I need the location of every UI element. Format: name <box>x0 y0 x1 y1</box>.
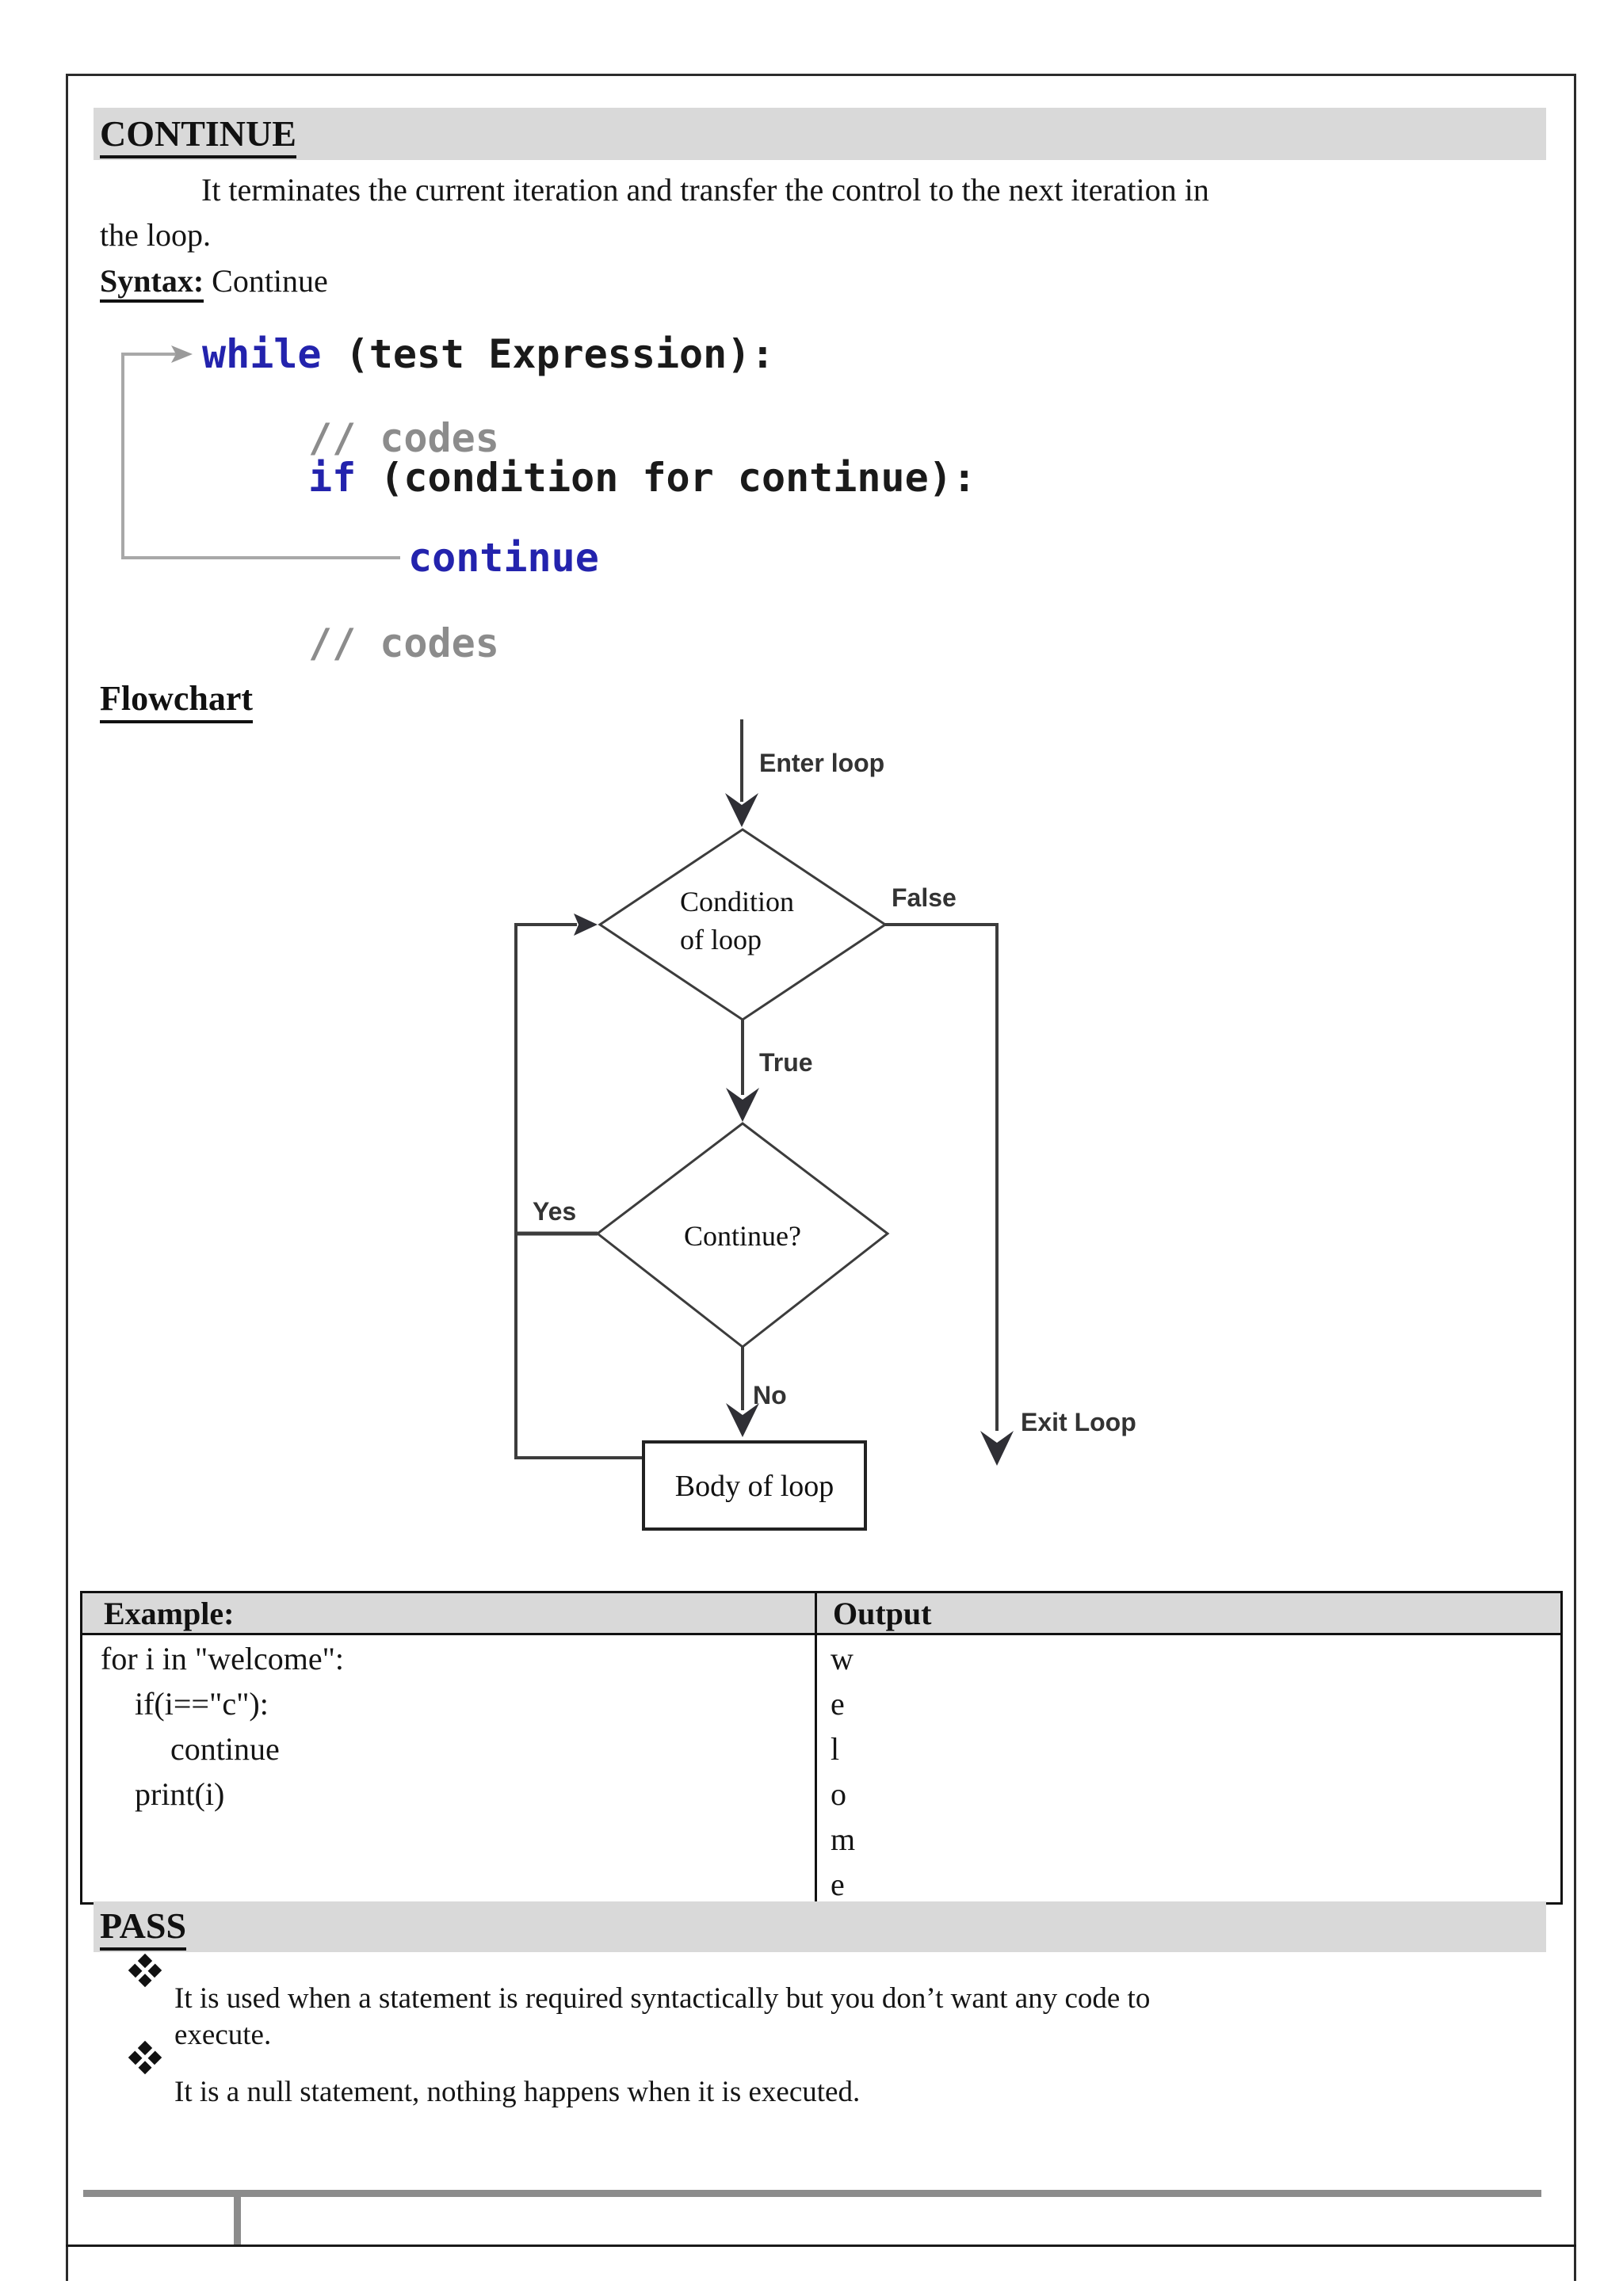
syntax-label: Syntax: <box>100 263 204 303</box>
keyword-if: if <box>308 455 357 501</box>
exit-arrowhead-icon <box>980 1431 1014 1466</box>
condition-line-1: Condition <box>680 886 794 917</box>
pass-bullet1-line2: execute. <box>174 2019 272 2051</box>
loopback-arrowhead-icon <box>574 913 598 936</box>
code-line-while: while (test Expression): <box>202 334 774 375</box>
example-code-line: for i in "welcome": <box>101 1641 345 1676</box>
code-if-rest: (condition for continue): <box>356 455 976 501</box>
footer-black-rule <box>66 2245 1576 2247</box>
output-line: o <box>831 1776 846 1812</box>
footer-gray-rule <box>83 2190 1541 2197</box>
condition-line-2: of loop <box>680 924 762 955</box>
code-line-continue: continue <box>408 535 599 581</box>
pass-heading: PASS <box>100 1905 187 1951</box>
pass-heading-bar: PASS <box>94 1901 1546 1952</box>
body-of-loop-box <box>642 1440 867 1531</box>
exit-loop-label: Exit Loop <box>1021 1408 1136 1436</box>
table-header-row <box>82 1593 1560 1635</box>
frame-border-left <box>66 74 68 2281</box>
intro-line-2: the loop. <box>100 217 211 253</box>
flowchart-heading-wrap: Flowchart <box>100 678 254 723</box>
enter-arrowhead-icon <box>725 793 758 827</box>
diamond-bullet-icon <box>128 1953 162 1988</box>
enter-loop-label: Enter loop <box>759 749 884 777</box>
keyword-while: while <box>202 331 322 377</box>
pass-bullet1-line1: It is used when a statement is required … <box>174 1982 1151 2015</box>
syntax-value: Continue <box>204 263 328 299</box>
output-line: m <box>831 1821 856 1857</box>
yes-label: Yes <box>533 1197 576 1226</box>
true-label: True <box>759 1048 813 1077</box>
code-comment-2: // codes <box>308 620 499 666</box>
syntax-line: Syntax: Continue <box>100 261 328 303</box>
code-comment-1: // codes <box>308 415 499 461</box>
true-arrowhead-icon <box>726 1088 759 1122</box>
example-code-line: continue <box>170 1731 280 1767</box>
intro-line-1: It terminates the current iteration and … <box>201 172 1209 208</box>
flowchart-diagram: Enter loop Condition of loop False Exit … <box>514 719 1136 1531</box>
table-header-output: Output <box>833 1596 932 1631</box>
output-line: w <box>831 1641 854 1676</box>
example-code-line: print(i) <box>135 1776 225 1812</box>
output-line: e <box>831 1867 845 1902</box>
frame-border-right <box>1574 74 1576 2281</box>
continue-heading-bar: CONTINUE <box>94 108 1546 160</box>
false-label: False <box>892 883 957 912</box>
no-label: No <box>753 1381 787 1409</box>
diamond-bullet-icon <box>128 2040 162 2075</box>
output-line: l <box>831 1731 840 1767</box>
output-line: e <box>831 1686 845 1722</box>
table-header-example: Example: <box>104 1596 235 1631</box>
example-output-table: Example: Output for i in "welcome": if(i… <box>80 1591 1563 1905</box>
code-while-rest: (test Expression): <box>321 331 775 377</box>
frame-border-top <box>66 74 1576 76</box>
continue-heading: CONTINUE <box>100 113 296 158</box>
pass-bullet2: It is a null statement, nothing happens … <box>174 2076 861 2108</box>
no-arrowhead-icon <box>726 1403 759 1437</box>
continue-question-label: Continue? <box>684 1220 801 1252</box>
example-code-line: if(i=="c"): <box>135 1686 269 1722</box>
footer-gray-divider <box>234 2190 241 2246</box>
code-loop-arrow-graphic <box>121 345 400 559</box>
code-line-if: if (condition for continue): <box>308 457 976 498</box>
body-of-loop-label: Body of loop <box>675 1470 834 1503</box>
flowchart-heading: Flowchart <box>100 678 254 723</box>
loop-arrowhead-icon <box>171 345 193 363</box>
table-column-divider <box>815 1593 817 1902</box>
